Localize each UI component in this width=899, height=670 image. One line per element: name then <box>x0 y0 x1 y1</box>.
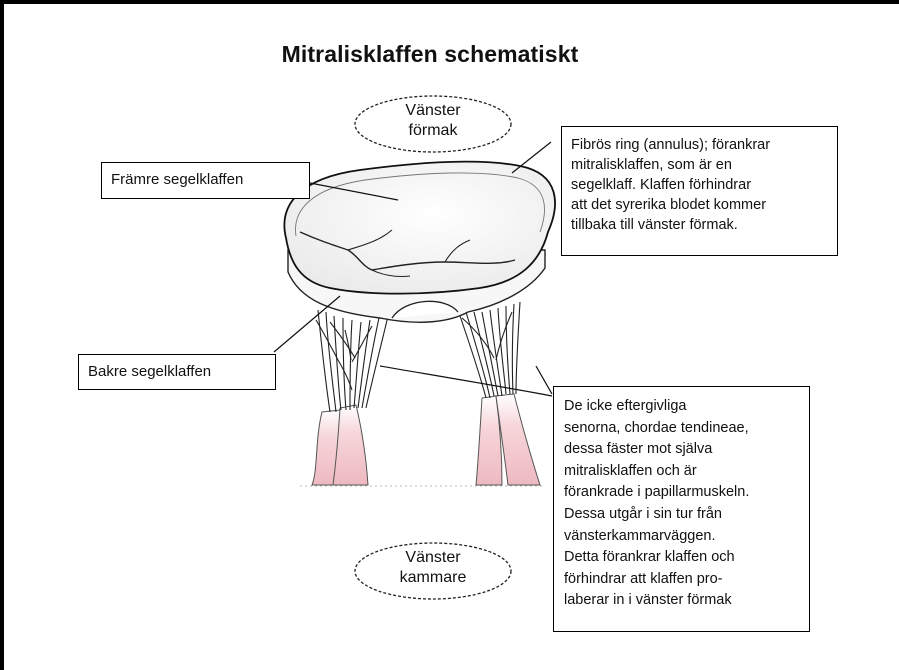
chordae-note-line: förhindrar att klaffen pro- <box>564 569 799 591</box>
leader-posterior-leaflet <box>274 296 340 352</box>
anterior-leaflet-box: Främre segelklaffen <box>101 162 310 199</box>
leader-chordae-right <box>536 366 552 394</box>
right-chordae-tendineae <box>458 302 520 398</box>
annulus-note-line: tillbaka till vänster förmak. <box>571 215 828 235</box>
chordae-note-box: De icke eftergivliga senorna, chordae te… <box>553 386 810 632</box>
left-papillary-muscle <box>312 405 368 485</box>
annulus-note-line: segelklaff. Klaffen förhindrar <box>571 175 828 195</box>
left-ventricle-label-line-2: kammare <box>373 568 493 588</box>
fibrous-ring-annulus <box>284 162 555 294</box>
chordae-note-line: mitralisklaffen och är <box>564 461 799 483</box>
chordae-note-line: Detta förankrar klaffen och <box>564 547 799 569</box>
left-chordae-tendineae <box>316 310 388 412</box>
anterior-leaflet-label: Främre segelklaffen <box>111 170 300 190</box>
chordae-note-line: senorna, chordae tendineae, <box>564 418 799 440</box>
chordae-note-line: Dessa utgår i sin tur från <box>564 504 799 526</box>
leader-chordae-left <box>380 366 552 396</box>
posterior-leaflet-box: Bakre segelklaffen <box>78 354 276 390</box>
annulus-note-box: Fibrös ring (annulus); förankrar mitrali… <box>561 126 838 256</box>
chordae-note-line: dessa fäster mot själva <box>564 439 799 461</box>
annulus-note-line: Fibrös ring (annulus); förankrar <box>571 135 828 155</box>
posterior-leaflet-label: Bakre segelklaffen <box>88 362 266 382</box>
left-atrium-label-line-1: Vänster <box>373 101 493 121</box>
chordae-note-line: förankrade i papillarmuskeln. <box>564 482 799 504</box>
annulus-note-line: att det syrerika blodet kommer <box>571 195 828 215</box>
annulus-note-line: mitralisklaffen, som är en <box>571 155 828 175</box>
left-atrium-label-line-2: förmak <box>373 121 493 141</box>
chordae-note-line: vänsterkammarväggen. <box>564 526 799 548</box>
chordae-note-line: laberar in i vänster förmak <box>564 590 799 612</box>
left-ventricle-label-line-1: Vänster <box>373 548 493 568</box>
left-ventricle-label: Vänster kammare <box>373 548 493 588</box>
chordae-note-line: De icke eftergivliga <box>564 396 799 418</box>
right-papillary-muscle <box>476 394 540 485</box>
left-atrium-label: Vänster förmak <box>373 101 493 141</box>
